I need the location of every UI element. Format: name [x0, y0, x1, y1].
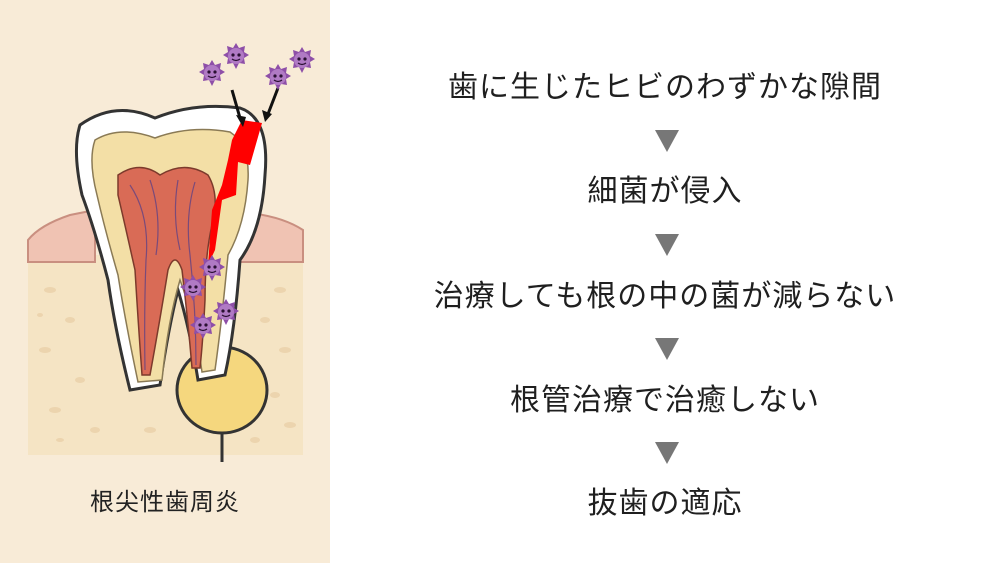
flow-step-5: 抜歯の適応	[587, 486, 743, 521]
flow-diagram: 歯に生じたヒビのわずかな隙間 細菌が侵入 治療しても根の中の菌が減らない 根管治…	[330, 0, 1000, 563]
down-triangle-icon	[655, 130, 679, 152]
down-triangle-icon	[655, 442, 679, 464]
illustration-panel: 根尖性歯周炎	[0, 0, 330, 563]
nerve-lines	[129, 179, 197, 371]
flow-step-1: 歯に生じたヒビのわずかな隙間	[448, 70, 882, 105]
tooth-pulp	[117, 166, 216, 376]
flow-step-4: 根管治療で治癒しない	[510, 383, 820, 418]
illustration-caption: 根尖性歯周炎	[90, 488, 240, 516]
down-triangle-icon	[655, 234, 679, 256]
down-triangle-icon	[655, 338, 679, 360]
gum	[27, 208, 96, 263]
tooth-illustration	[27, 42, 316, 462]
crack-arrows	[230, 87, 280, 127]
crack	[208, 120, 262, 265]
flow-step-3: 治療しても根の中の菌が減らない	[433, 279, 897, 314]
flow-step-2: 細菌が侵入	[587, 174, 743, 209]
bone-texture	[37, 287, 296, 443]
